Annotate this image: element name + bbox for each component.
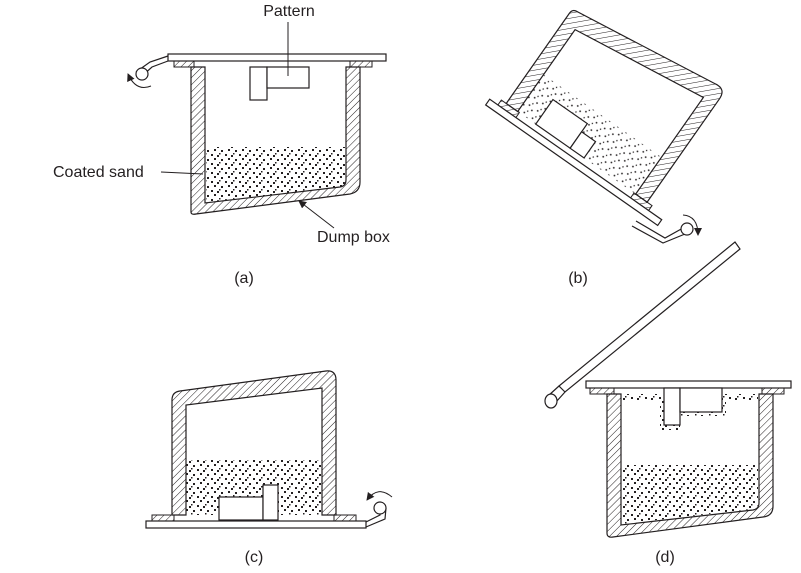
- pattern: [569, 131, 597, 159]
- coated-sand: [622, 465, 758, 524]
- rotation-arrow: [682, 214, 702, 236]
- plate-flange-right: [333, 514, 357, 522]
- pattern-plate: [585, 380, 792, 389]
- plate-flange-left: [151, 514, 175, 522]
- pattern-body: [218, 496, 264, 521]
- pattern-plate: [145, 520, 367, 529]
- rotation-arrow: [127, 73, 152, 88]
- dump-box-label: Dump box: [317, 229, 390, 246]
- pattern-body: [679, 387, 723, 413]
- pattern-plate-lifted: [558, 241, 741, 393]
- pattern: [262, 484, 279, 521]
- rotation-arrow: [366, 491, 393, 501]
- panel-a: Pattern Coated sand Dump box (a): [53, 3, 390, 287]
- pattern-plate: [484, 98, 663, 227]
- handle-arm-lower: [631, 225, 686, 244]
- handle-knob: [680, 222, 694, 236]
- pattern: [249, 66, 268, 101]
- plate-flange-left: [173, 60, 195, 68]
- coated-sand-leader: [160, 171, 204, 175]
- caption-d: (d): [655, 549, 675, 566]
- dump-box-wall: [606, 393, 774, 538]
- pattern-label: Pattern: [263, 3, 315, 20]
- handle-arm-lower: [365, 507, 387, 528]
- dump-box-wall: [171, 370, 337, 516]
- coated-sand: [206, 147, 345, 202]
- caption-a: (a): [234, 270, 254, 287]
- caption-b: (b): [568, 270, 588, 287]
- handle-knob: [373, 501, 387, 515]
- handle-knob: [135, 67, 149, 81]
- dump-box-wall: [190, 66, 361, 215]
- handle-arm: [635, 220, 684, 239]
- panel-b: (b): [484, 9, 723, 287]
- plate-flange-right: [761, 387, 785, 395]
- panel-d: (d): [544, 241, 792, 566]
- handle-knob: [544, 393, 558, 409]
- caption-c: (c): [245, 549, 264, 566]
- plate-flange-right: [349, 60, 373, 68]
- plate-flange-left: [589, 387, 615, 395]
- coated-sand-label: Coated sand: [53, 164, 144, 181]
- dump-box-leader: [298, 200, 335, 229]
- pattern: [663, 387, 681, 426]
- panel-c: (c): [145, 370, 393, 566]
- pattern-plate: [167, 53, 387, 62]
